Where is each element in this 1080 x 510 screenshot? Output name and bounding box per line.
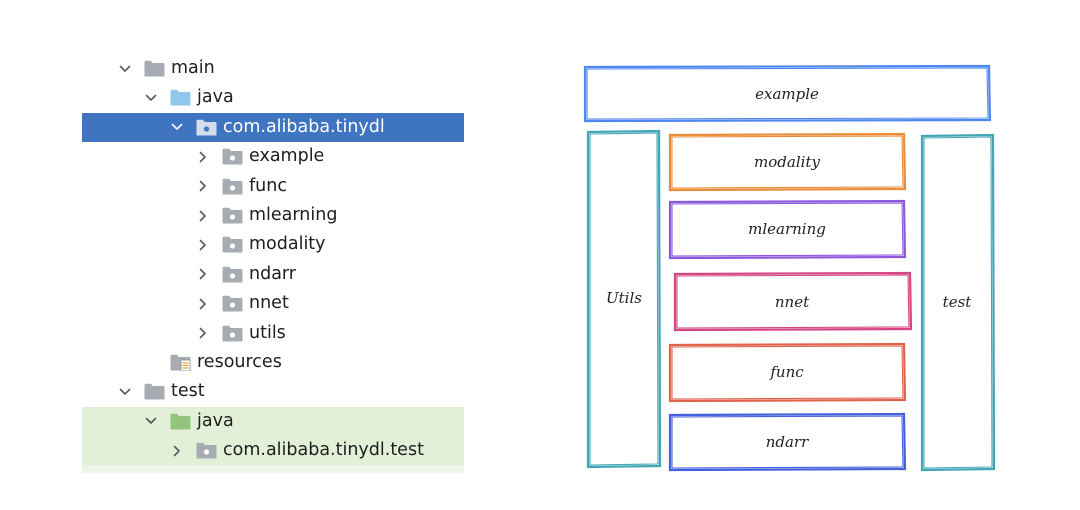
chevron-right-icon[interactable] xyxy=(170,436,184,465)
tree-item-label: utils xyxy=(249,322,286,343)
chevron-right-icon[interactable] xyxy=(196,172,210,201)
test-source-folder-icon xyxy=(170,413,191,430)
package-folder-icon xyxy=(196,442,217,459)
package-folder-icon xyxy=(222,325,243,342)
tree-item-ndarr[interactable]: ndarr xyxy=(82,260,464,289)
tree-item-label: com.alibaba.tinydl.test xyxy=(223,440,424,461)
chevron-right-icon[interactable] xyxy=(196,230,210,259)
box-test xyxy=(920,133,996,472)
package-folder-icon xyxy=(222,266,243,283)
chevron-down-icon[interactable] xyxy=(144,407,158,436)
tree-item-com-alibaba-tinydl-test-test[interactable]: com.alibaba.tinydl.test xyxy=(82,436,464,466)
tree-item-modality[interactable]: modality xyxy=(82,230,464,259)
project-tree: main java com.alibaba.tinydl example func mle… xyxy=(82,54,464,474)
chevron-down-icon[interactable] xyxy=(144,83,158,112)
folder-icon xyxy=(144,60,165,77)
tree-item-java[interactable]: java xyxy=(82,83,464,112)
chevron-right-icon[interactable] xyxy=(196,260,210,289)
tree-item-resources[interactable]: resources xyxy=(82,348,464,377)
tree-test-tail xyxy=(82,465,464,474)
box-nnet xyxy=(673,271,913,332)
tree-item-mlearning[interactable]: mlearning xyxy=(82,201,464,230)
box-label-modality: modality xyxy=(754,153,820,171)
diagram-frames xyxy=(583,64,996,472)
package-folder-icon xyxy=(222,148,243,165)
architecture-diagram: example Utils test modality mlearning nn… xyxy=(580,62,1000,478)
box-utils xyxy=(586,129,662,469)
tree-item-label: nnet xyxy=(249,293,289,314)
tree-item-example[interactable]: example xyxy=(82,142,464,171)
chevron-right-icon[interactable] xyxy=(196,319,210,348)
tree-item-main[interactable]: main xyxy=(82,54,464,83)
source-folder-icon xyxy=(170,89,191,106)
tree-item-label: modality xyxy=(249,234,326,255)
box-example xyxy=(583,64,992,123)
box-label-ndarr: ndarr xyxy=(765,433,809,451)
box-label-example: example xyxy=(755,85,819,103)
tree-item-label: resources xyxy=(197,351,282,372)
folder-icon xyxy=(144,383,165,400)
tree-item-func[interactable]: func xyxy=(82,172,464,201)
package-folder-icon xyxy=(196,119,217,136)
package-folder-icon xyxy=(222,295,243,312)
tree-item-java-test[interactable]: java xyxy=(82,406,464,437)
chevron-right-icon[interactable] xyxy=(196,289,210,318)
chevron-down-icon[interactable] xyxy=(118,377,132,406)
box-label-mlearning: mlearning xyxy=(748,220,826,238)
tree-item-com-alibaba-tinydl[interactable]: com.alibaba.tinydl xyxy=(82,112,464,143)
tree-item-label: main xyxy=(171,58,215,78)
tree-item-label: func xyxy=(249,175,287,196)
tree-item-label: java xyxy=(197,410,234,431)
tree-item-label: test xyxy=(171,381,205,402)
tree-item-label: java xyxy=(197,87,234,108)
box-label-utils: Utils xyxy=(606,289,642,307)
package-folder-icon xyxy=(222,207,243,224)
box-label-func: func xyxy=(770,363,804,381)
chevron-down-icon[interactable] xyxy=(118,54,132,83)
tree-item-label: com.alibaba.tinydl xyxy=(223,116,385,137)
chevron-right-icon[interactable] xyxy=(196,201,210,230)
tree-item-test[interactable]: test xyxy=(82,377,464,406)
box-ndarr xyxy=(668,412,907,472)
tree-item-nnet[interactable]: nnet xyxy=(82,289,464,318)
chevron-right-icon[interactable] xyxy=(196,142,210,171)
tree-item-utils[interactable]: utils xyxy=(82,319,464,348)
tree-item-label: ndarr xyxy=(249,263,297,284)
chevron-down-icon[interactable] xyxy=(170,113,184,142)
box-mlearning xyxy=(668,199,907,260)
package-folder-icon xyxy=(222,178,243,195)
tree-item-label: example xyxy=(249,146,325,167)
resources-folder-icon xyxy=(170,354,191,371)
tree-item-label: mlearning xyxy=(249,204,338,225)
box-label-nnet: nnet xyxy=(774,293,810,311)
box-label-test: test xyxy=(942,293,972,311)
box-modality xyxy=(668,132,907,192)
box-func xyxy=(668,342,907,403)
package-folder-icon xyxy=(222,236,243,253)
